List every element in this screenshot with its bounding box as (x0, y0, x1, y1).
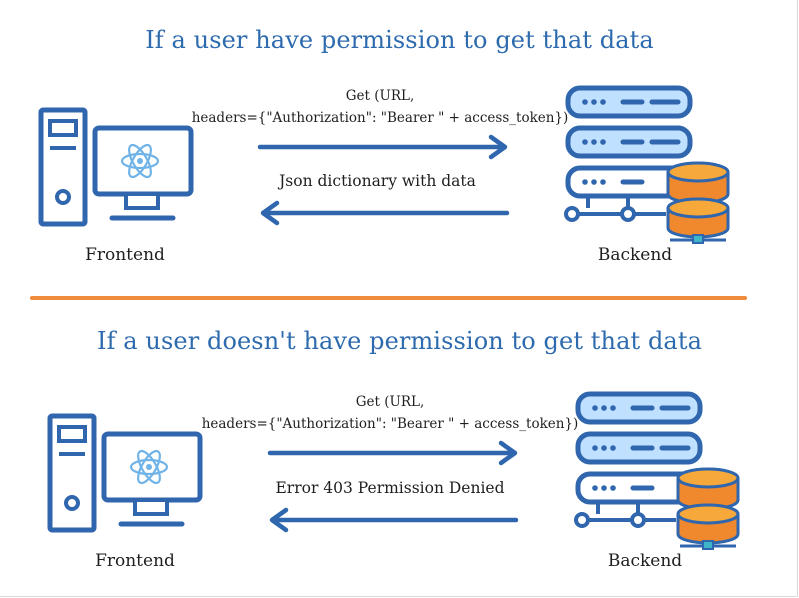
arrow-left-icon (269, 507, 519, 533)
panel-1-title: If a user have permission to get that da… (145, 26, 654, 54)
server-database-icon (574, 391, 740, 550)
panel-1-frontend-label: Frontend (85, 245, 165, 265)
desktop-computer-react-icon (38, 107, 194, 227)
panel-2-response-label: Error 403 Permission Denied (275, 479, 505, 497)
server-database-icon (564, 85, 730, 244)
desktop-computer-react-icon (47, 413, 203, 533)
arrow-right-icon (257, 134, 508, 160)
arrow-left-icon (260, 200, 510, 226)
panel-1-request-line-1: Get (URL, (345, 88, 415, 104)
panel-2-request-line-2: headers={"Authorization": "Bearer " + ac… (201, 416, 579, 432)
panel-2-title: If a user doesn't have permission to get… (96, 327, 702, 355)
section-divider (30, 296, 747, 300)
arrow-right-icon (267, 440, 518, 466)
panel-2-backend-label: Backend (607, 551, 683, 571)
panel-1-response-label: Json dictionary with data (279, 172, 476, 190)
panel-1-request-line-2: headers={"Authorization": "Bearer " + ac… (191, 110, 569, 126)
panel-2-frontend-label: Frontend (95, 551, 175, 571)
panel-1-backend-label: Backend (597, 245, 673, 265)
panel-2-request-line-1: Get (URL, (355, 394, 425, 410)
